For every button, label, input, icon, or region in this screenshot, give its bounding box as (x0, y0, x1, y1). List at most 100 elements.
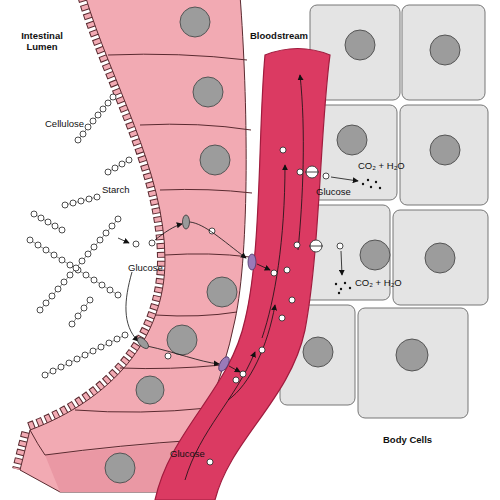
glucose-transporter (309, 246, 323, 247)
product-dots (379, 187, 381, 189)
transporter-protein (248, 254, 256, 270)
glucose-transporter (310, 240, 322, 252)
vessel-band (155, 49, 330, 500)
blood-flow-arrow (228, 305, 275, 400)
cell-nucleus (105, 453, 135, 483)
polysaccharide-chain (34, 214, 62, 230)
body-cell (358, 308, 468, 418)
cell-nucleus (207, 277, 237, 307)
cell-boundary (155, 312, 237, 316)
cell-nucleus (303, 337, 333, 367)
cell-boundary (120, 365, 222, 369)
cell-boundary (165, 254, 250, 257)
body-cell (400, 105, 488, 205)
glucose-molecule (240, 371, 246, 377)
glucose-molecule (284, 267, 290, 273)
molecule-label: Glucose (316, 186, 351, 197)
blood-flow-arrow (229, 366, 240, 372)
product-dots (370, 186, 372, 188)
polysaccharide-chain (30, 97, 129, 375)
cell-nucleus (180, 7, 210, 37)
flow-arrow (126, 272, 138, 341)
polysaccharide-chain (40, 219, 118, 310)
glucose-molecule (133, 228, 215, 359)
product-label: CO₂ + H₂O (358, 160, 405, 171)
glucose-molecule (233, 377, 239, 383)
flow-arrow (118, 222, 246, 364)
glucose-transporter (306, 166, 318, 178)
cell-nucleus (193, 77, 223, 107)
uptake-arrow (331, 177, 358, 181)
cell-nucleus (360, 240, 390, 270)
polysaccharide-chain (72, 300, 90, 324)
molecule-label: Glucose (128, 262, 163, 273)
cell-boundary (108, 54, 247, 60)
region-label: Intestinal Lumen (8, 30, 76, 53)
vessel-outline (150, 20, 340, 500)
glucose-molecule (259, 347, 265, 353)
glucose-molecule (280, 147, 286, 153)
polysaccharide-chain (30, 240, 118, 295)
cell-nucleus (430, 135, 460, 165)
product-dots (367, 179, 369, 181)
body-cell (393, 210, 488, 305)
glucose-molecule (297, 169, 303, 175)
cell-nucleus (167, 325, 197, 355)
blood-flow-arrow (185, 352, 255, 480)
glucose-molecule (279, 315, 285, 321)
cell-nucleus (200, 145, 230, 175)
glucose-transporter (305, 166, 323, 252)
blood-vessel: BloodstreamGlucose (150, 20, 340, 500)
flow-arrow (118, 238, 129, 243)
flow-arrow (190, 222, 246, 258)
polysaccharide-chain (45, 335, 125, 375)
region-label: Body Cells (383, 434, 432, 445)
product-label: CO₂ + H₂O (355, 277, 402, 288)
cell-nucleus (396, 339, 428, 371)
cell-boundary (140, 124, 251, 130)
vessel-heading: Bloodstream (250, 30, 308, 41)
transporter-protein (183, 215, 190, 229)
glucose-molecule (149, 240, 155, 246)
cell-nucleus (430, 35, 460, 65)
molecule-label: Starch (102, 184, 129, 195)
glucose-molecule (271, 270, 277, 276)
cell-boundary (75, 408, 208, 412)
product-dots (340, 288, 342, 290)
glucose-molecule (337, 243, 343, 249)
blood-flow-arrow (298, 75, 303, 250)
polysaccharide-chain (108, 160, 129, 172)
transporter-protein (217, 254, 256, 373)
cell-nucleus (136, 376, 164, 404)
product-dots (338, 292, 340, 294)
blood-flow-arrow (262, 165, 285, 338)
blood-flow-arrow (257, 264, 270, 270)
transporter-protein (136, 336, 151, 351)
molecule-label: Cellulose (45, 118, 84, 129)
product-dots (362, 183, 364, 185)
product-dots (344, 282, 346, 284)
transporter-protein (136, 215, 190, 350)
product-dots (335, 283, 337, 285)
glucose-molecule (207, 459, 213, 465)
transporter-protein (217, 355, 232, 373)
flow-arrow (155, 224, 182, 240)
uptake-arrow (341, 251, 342, 275)
product-dots (375, 181, 377, 183)
glucose-molecule (289, 297, 295, 303)
blood-flow-arrow (185, 75, 303, 480)
molecule-label: Glucose (170, 448, 205, 459)
cell-nucleus (337, 125, 367, 155)
glucose-molecule (133, 241, 139, 247)
cell-boundary (160, 189, 252, 193)
polysaccharide-chain (65, 197, 97, 205)
glucose-molecule (323, 173, 329, 179)
glucose-molecule (294, 242, 300, 248)
glucose-transporter (305, 172, 319, 173)
glucose-molecule (165, 353, 171, 359)
flow-arrow (147, 346, 219, 364)
body-cell (402, 5, 485, 100)
